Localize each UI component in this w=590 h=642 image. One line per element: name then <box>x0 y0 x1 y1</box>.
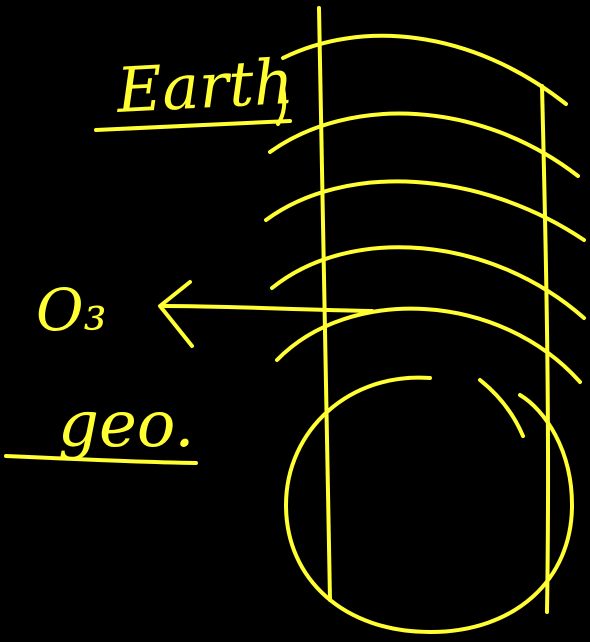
geo-label: geo. <box>58 388 195 462</box>
ozone-label: O₃ <box>36 276 107 344</box>
title-label: Earth <box>114 45 295 127</box>
